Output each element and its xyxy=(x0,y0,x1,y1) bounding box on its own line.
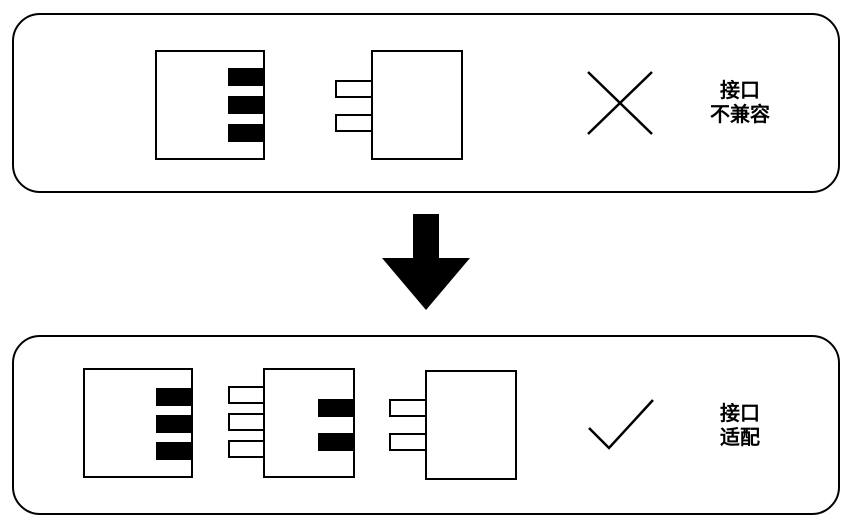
adapter-slot xyxy=(318,433,355,451)
adapter-pin xyxy=(228,440,266,458)
socket-slot xyxy=(156,388,193,406)
plug-connector xyxy=(425,370,517,480)
status-label-line1: 接口 xyxy=(720,401,760,425)
socket-connector xyxy=(83,368,193,478)
status-label-line1: 接口 xyxy=(720,78,760,102)
adapter-slot xyxy=(318,399,355,417)
adapter-pin xyxy=(228,413,266,431)
plug-pin xyxy=(335,80,373,98)
status-label-line2: 不兼容 xyxy=(710,102,770,126)
plug-connector xyxy=(371,50,463,160)
status-label: 接口 不兼容 xyxy=(700,78,780,126)
status-label: 接口 适配 xyxy=(700,401,780,449)
socket-slot xyxy=(228,68,265,86)
socket-slot xyxy=(156,442,193,460)
socket-slot xyxy=(156,415,193,433)
socket-connector xyxy=(155,50,265,160)
status-label-line2: 适配 xyxy=(720,425,760,449)
socket-slot xyxy=(228,124,265,142)
check-icon xyxy=(588,399,654,450)
plug-pin xyxy=(335,114,373,132)
adapter-pin xyxy=(228,386,266,404)
plug-pin xyxy=(389,399,427,417)
down-arrow-icon xyxy=(382,214,470,310)
adapter-connector xyxy=(263,368,355,478)
plug-pin xyxy=(389,433,427,451)
cross-icon xyxy=(587,71,653,135)
socket-slot xyxy=(228,96,265,114)
